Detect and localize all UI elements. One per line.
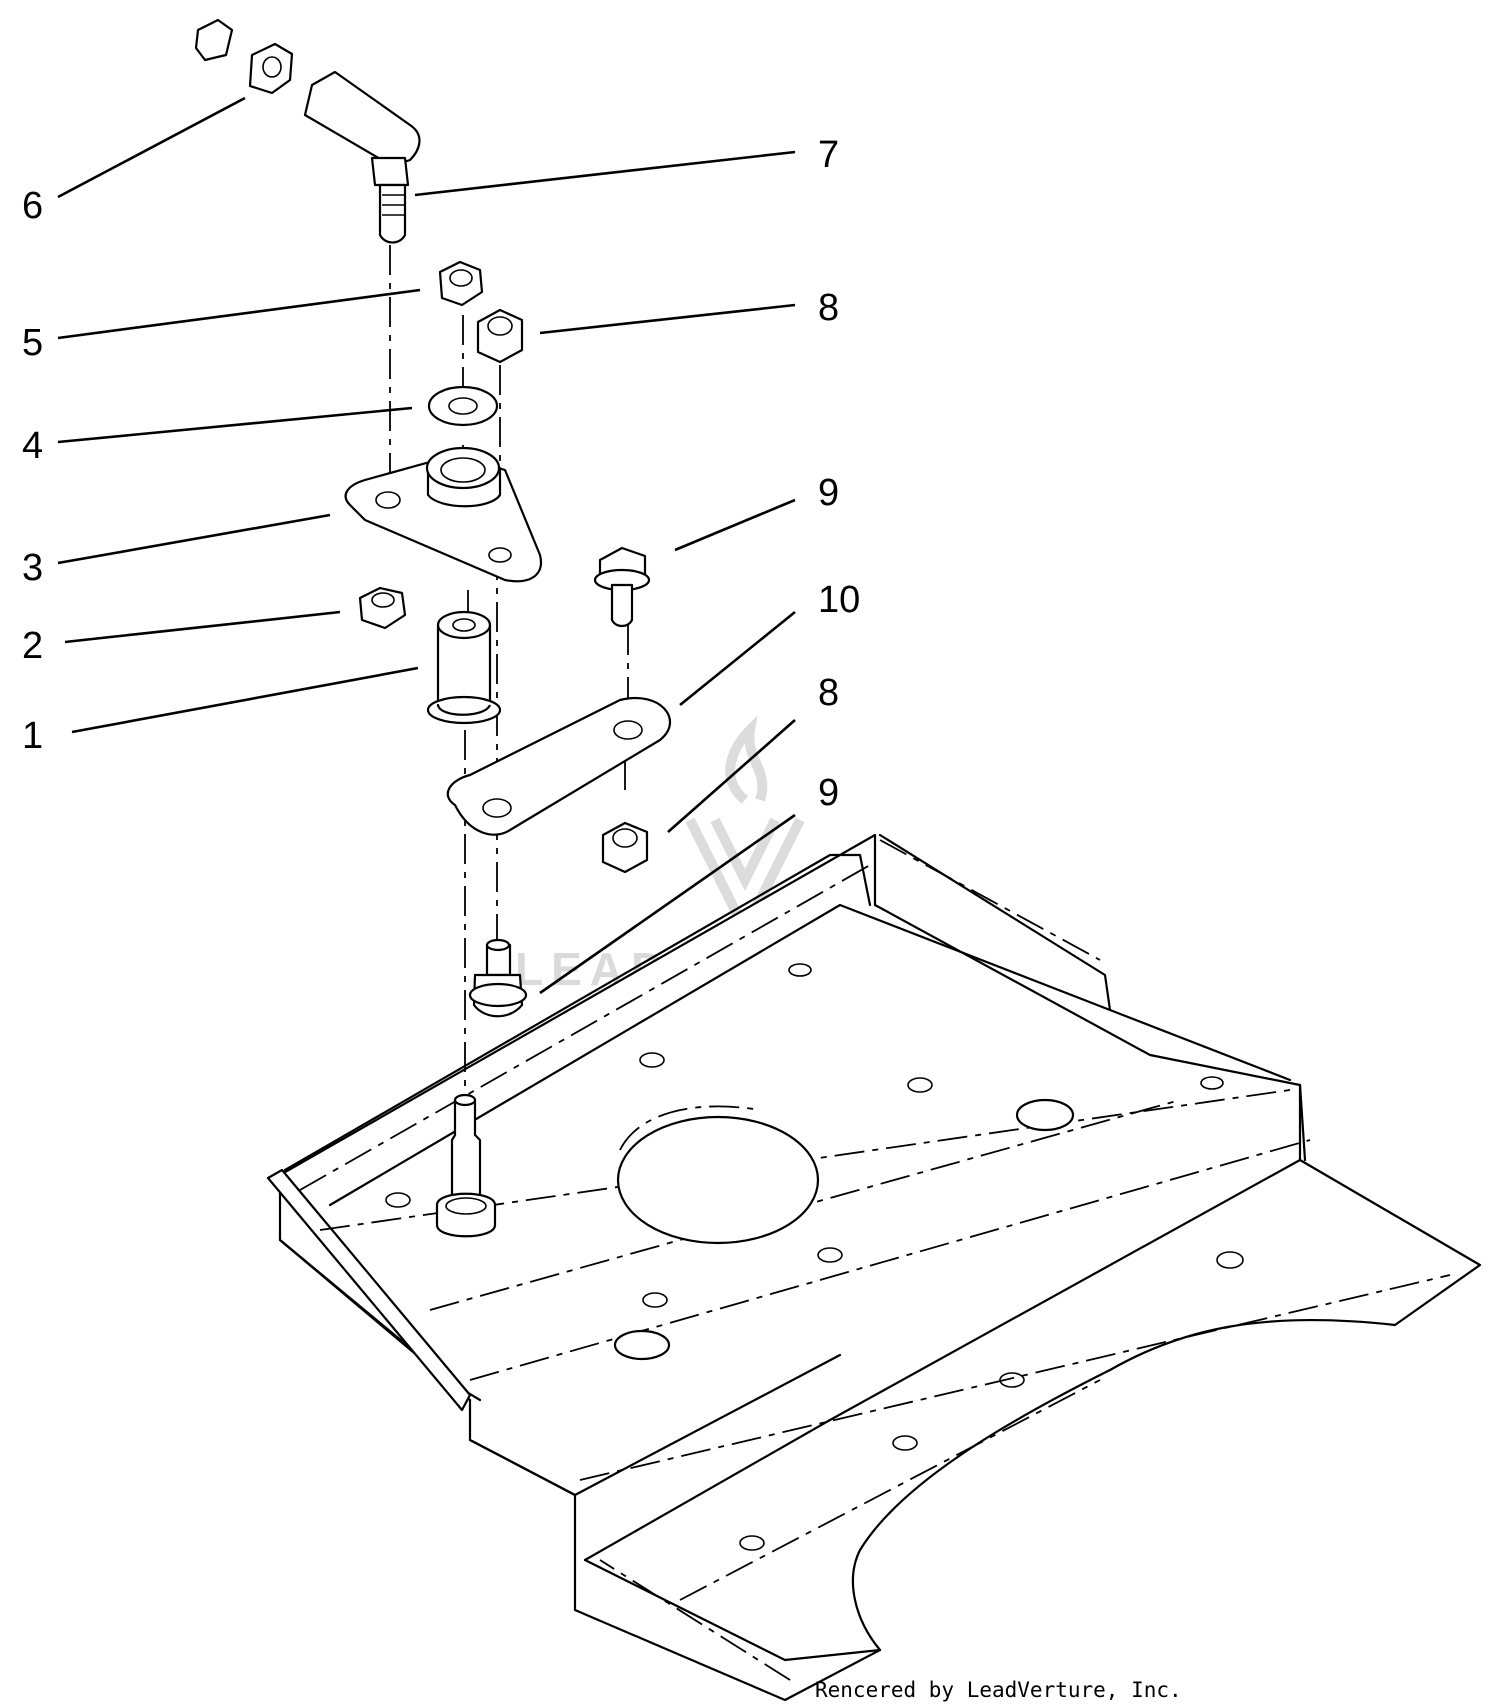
part-3-bracket [344,446,543,583]
leader-2 [64,610,341,644]
callout-9b: 9 [818,772,839,814]
leader-9a [674,498,796,552]
callout-1: 1 [22,715,43,757]
leader-5 [57,288,421,340]
leader-6 [57,96,246,199]
leader-10 [679,610,796,707]
part-9-bolt-top [593,546,651,628]
part-10-link-plate [446,697,672,836]
part-9-bolt-lower [468,938,528,1018]
part-1-spacer [426,610,502,725]
part-8-nut-top [476,308,524,364]
base-plate [266,833,1482,1702]
callout-4: 4 [22,425,43,467]
part-7-rod-end [303,70,421,244]
callout-8b: 8 [818,672,839,714]
callout-10: 10 [818,579,860,621]
callout-9a: 9 [818,472,839,514]
leader-1 [71,666,419,734]
callouts: 6 7 5 8 4 3 9 2 10 1 8 9 [22,134,860,814]
leader-8b [667,719,796,833]
callout-8a: 8 [818,287,839,329]
leader-lines [57,96,796,995]
part-5-nut [438,260,484,307]
leader-7 [414,150,796,197]
callout-6: 6 [22,185,43,227]
callout-2: 2 [22,625,43,667]
callout-3: 3 [22,547,43,589]
leader-3 [57,513,331,565]
part-2-flange-nut [358,586,407,630]
leader-4 [57,406,413,444]
leader-8a [539,303,796,335]
part-4-washer [427,385,499,427]
leader-9b [539,813,796,995]
part-6-jam-nut [194,18,294,95]
shoulder-bolt [435,1093,497,1238]
part-8-nut-lower [601,821,649,874]
callout-5: 5 [22,322,43,364]
callout-7: 7 [818,134,839,176]
credit-text: Rencered by LeadVerture, Inc. [815,1678,1182,1702]
